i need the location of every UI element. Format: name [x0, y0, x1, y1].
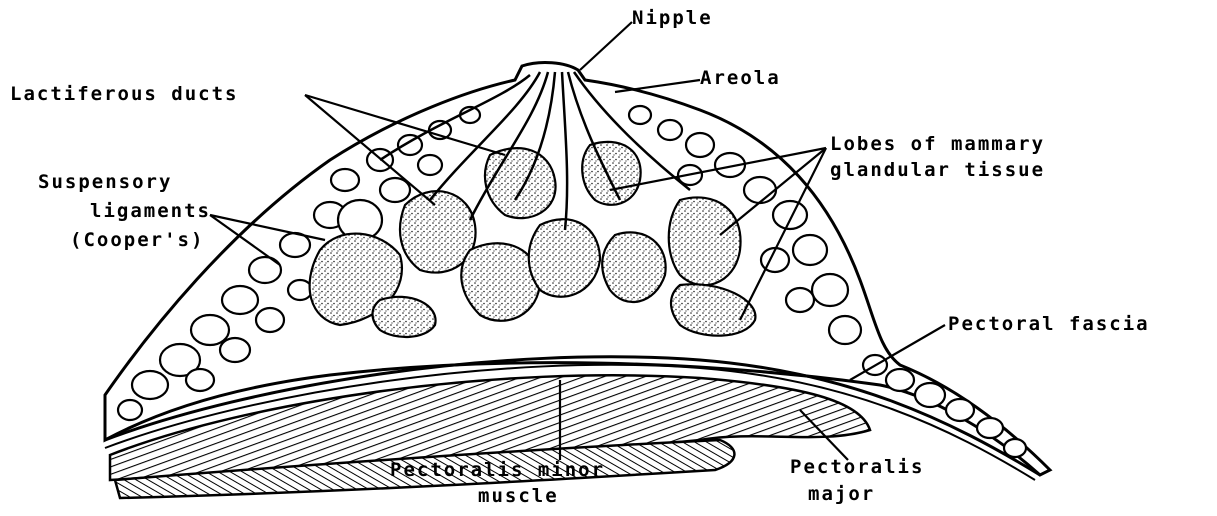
leader-areola	[615, 80, 700, 92]
label-suspensory-line2: ligaments	[90, 199, 211, 223]
label-pect-minor-line1: Pectoralis minor	[390, 458, 605, 482]
label-pectoral-fascia: Pectoral fascia	[948, 312, 1150, 336]
label-pect-major-line1: Pectoralis	[790, 455, 924, 479]
label-pect-major-line2: major	[808, 482, 875, 506]
label-lactiferous-ducts: Lactiferous ducts	[10, 82, 238, 106]
label-suspensory-line1: Suspensory	[38, 170, 172, 194]
label-lobes-line1: Lobes of mammary	[830, 132, 1045, 156]
label-pect-minor-line2: muscle	[478, 484, 559, 508]
label-lobes-line2: glandular tissue	[830, 158, 1045, 182]
leader-nipple	[580, 22, 632, 70]
label-suspensory-line3: (Cooper's)	[70, 228, 204, 252]
label-nipple: Nipple	[632, 6, 713, 30]
label-areola: Areola	[700, 66, 781, 90]
